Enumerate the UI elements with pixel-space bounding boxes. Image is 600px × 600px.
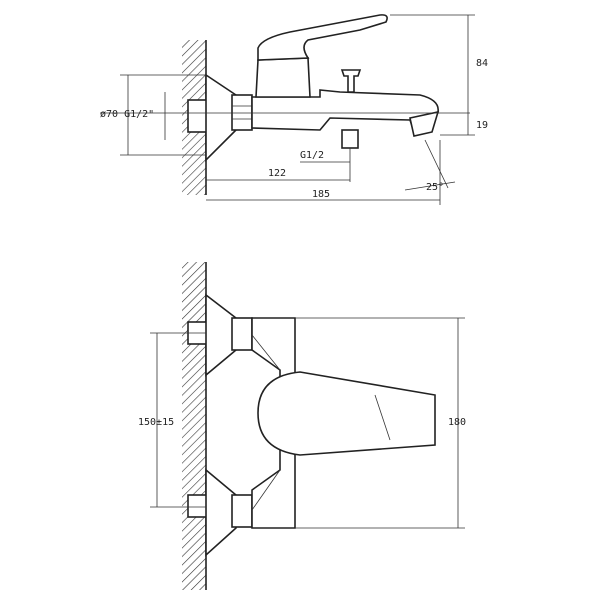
faucet-body: [251, 89, 439, 137]
handle-front: [257, 371, 436, 456]
dim-thread-label: G1/2: [300, 150, 324, 161]
dim-84-label: 84: [476, 58, 488, 69]
front-view: 180 150±15: [138, 262, 466, 590]
top-view: ø70 G1/2" 84 19 G1/2 122 185 25°: [100, 14, 488, 205]
wall-hatch-front: [182, 262, 206, 590]
spout-aerator: [409, 110, 440, 137]
thread-connector: [341, 129, 359, 149]
handle-base: [255, 57, 311, 98]
flange-lower: [205, 468, 237, 557]
dim-19-label: 19: [476, 120, 488, 131]
dim-angle-label: 25°: [426, 182, 444, 193]
dim-185-label: 185: [312, 189, 330, 200]
dim-122-label: 122: [268, 168, 286, 179]
hex-nut-top: [231, 94, 253, 131]
dim-diameter-label: ø70 G1/2": [100, 109, 154, 120]
handle-lever: [257, 14, 388, 61]
dim-spacing-label: 150±15: [138, 417, 174, 428]
diverter-knob: [340, 69, 362, 93]
inlet-pipe-top: [187, 99, 209, 133]
dim-180-label: 180: [448, 417, 466, 428]
